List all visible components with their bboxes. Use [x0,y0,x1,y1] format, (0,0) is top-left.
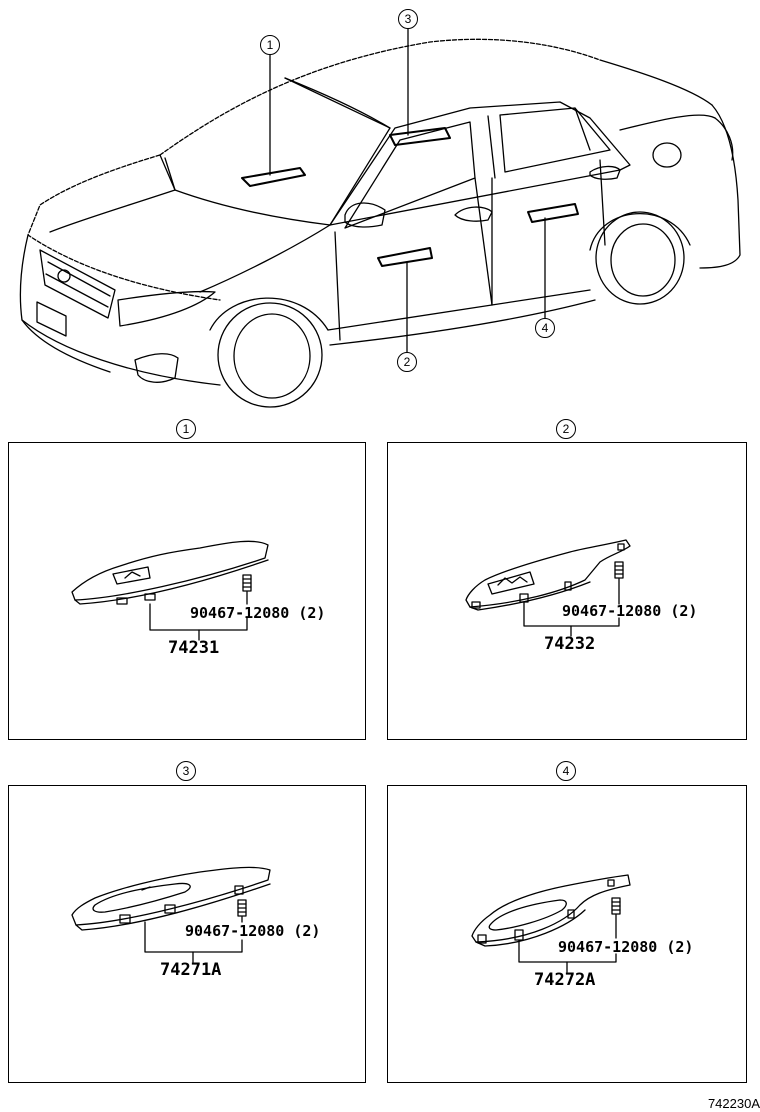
bolt-part-number-2: 90467-12080 (2) [562,602,698,620]
callout-2: 2 [397,352,417,372]
callout-4: 4 [535,318,555,338]
bolt-90467-12080-p1 [242,574,252,592]
panel-3-callout: 3 [176,761,196,781]
panel-4-callout: 4 [556,761,576,781]
bolt-part-number-4: 90467-12080 (2) [558,938,694,956]
bolt-part-number-3: 90467-12080 (2) [185,922,321,940]
bolt-part-number-1: 90467-12080 (2) [190,604,326,622]
panel-3-frame [8,785,366,1083]
callout-3: 3 [398,9,418,29]
panel-2-callout: 2 [556,419,576,439]
part-74231-switch-base [71,540,269,605]
part-74232-switch-base [465,539,631,611]
main-part-number-4: 74272A [534,970,596,990]
panel-2-frame [387,442,747,740]
bolt-90467-12080-p2 [614,561,624,579]
panel-1-callout: 1 [176,419,196,439]
main-part-number-1: 74231 [168,638,220,658]
bolt-90467-12080-p3 [237,899,247,917]
main-part-number-2: 74232 [544,634,596,654]
main-part-number-3: 74271A [160,960,222,980]
part-74272A-switch-base [471,874,631,947]
panel-1-frame [8,442,366,740]
bolt-90467-12080-p4 [611,897,621,915]
part-74271A-switch-base [71,866,271,931]
figure-code: 742230A [707,1096,760,1111]
panel-4-frame [387,785,747,1083]
callout-1: 1 [260,35,280,55]
